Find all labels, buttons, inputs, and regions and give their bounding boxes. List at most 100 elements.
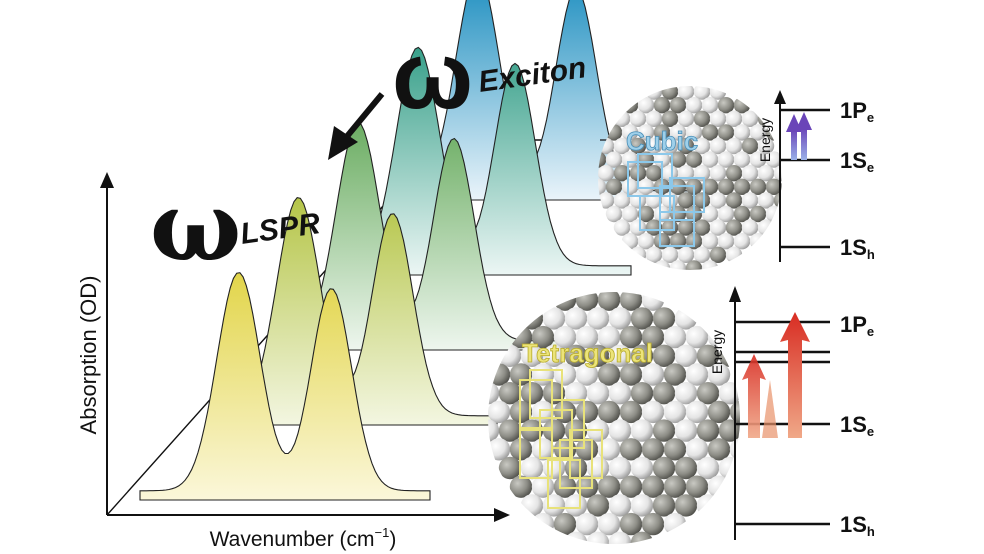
atom: [663, 475, 687, 498]
atom: [520, 494, 544, 517]
spectrum-4: [340, 46, 632, 276]
atom: [693, 110, 711, 128]
atom: [564, 494, 588, 517]
atom: [663, 400, 687, 424]
atom: [652, 419, 676, 442]
atom: [645, 137, 663, 155]
tetragonal-energy-label: Energy: [709, 330, 725, 374]
absorption-spectra: [139, 0, 699, 501]
atom: [717, 205, 735, 223]
atom: [696, 382, 720, 405]
atom: [542, 307, 566, 330]
atom: [586, 307, 610, 330]
atom: [586, 494, 610, 517]
atom: [598, 192, 615, 209]
cubic-lattice: [627, 153, 705, 247]
atom: [685, 325, 709, 349]
atom: [707, 438, 731, 461]
atom: [663, 363, 687, 386]
atom: [619, 292, 643, 311]
atom: [531, 325, 555, 349]
atom: [605, 151, 623, 168]
atom: [621, 151, 639, 168]
atom: [645, 110, 663, 128]
atom: [765, 151, 782, 168]
atom: [709, 192, 727, 209]
atom: [619, 325, 643, 349]
atom: [586, 344, 610, 367]
atom: [725, 110, 743, 128]
omega-lspr-label: ω LSPR: [150, 170, 323, 283]
atom: [652, 456, 676, 480]
atom: [619, 475, 643, 498]
atom: [531, 512, 555, 536]
atom: [608, 494, 632, 517]
tetragonal-energy-arrowhead: [729, 286, 741, 302]
atom: [586, 382, 610, 405]
atom: [575, 325, 599, 349]
atom: [677, 86, 695, 100]
atom: [693, 86, 711, 100]
atom: [553, 512, 577, 536]
atom: [701, 178, 719, 195]
atom: [741, 110, 759, 128]
omega-lspr-symbol: ω: [150, 170, 241, 283]
atom: [669, 260, 687, 270]
atom: [608, 531, 632, 544]
atom: [488, 363, 511, 386]
atom: [619, 363, 643, 386]
atom: [663, 325, 687, 349]
atom: [661, 137, 679, 155]
atom: [488, 382, 500, 405]
atom: [619, 438, 643, 461]
atom: [597, 438, 621, 461]
y-axis-arrowhead: [100, 172, 114, 188]
atom: [709, 165, 727, 182]
cubic-level-1sh-label: 1Sh: [840, 235, 875, 262]
atom: [613, 165, 631, 182]
atom: [498, 456, 522, 480]
cubic-transition-arrows: [786, 112, 812, 160]
atom: [553, 292, 577, 311]
atom: [637, 124, 655, 141]
tetragonal-level-1se-label: 1Se: [840, 412, 874, 439]
atom: [630, 307, 654, 330]
cubic-energy-arrowhead: [774, 90, 786, 104]
atom: [709, 246, 727, 263]
atom: [553, 363, 577, 386]
atom: [685, 363, 709, 386]
atom: [597, 512, 621, 536]
atom: [637, 205, 655, 223]
atom: [621, 124, 639, 141]
atom: [586, 531, 610, 544]
atom: [621, 178, 639, 195]
atom: [733, 151, 751, 168]
atom: [597, 325, 621, 349]
atom: [542, 494, 566, 517]
atom: [509, 475, 533, 498]
atom: [498, 382, 522, 405]
atom: [741, 165, 759, 182]
atom: [586, 456, 610, 480]
atom: [707, 363, 731, 386]
cubic-phase-label: Cubic: [626, 126, 698, 156]
atom: [613, 137, 631, 155]
cubic-energy-diagram: Energy 1Pe 1Se 1Sh: [757, 90, 875, 262]
atom: [653, 205, 671, 223]
atom: [674, 456, 698, 480]
atom: [685, 438, 709, 461]
atom: [669, 151, 687, 168]
atom: [498, 419, 522, 442]
atom: [575, 400, 599, 424]
atom: [520, 382, 544, 405]
atom: [717, 151, 735, 168]
tetragonal-atoms: [488, 292, 740, 544]
atom: [652, 494, 676, 517]
atom: [709, 219, 727, 236]
atom: [717, 124, 735, 141]
atom: [637, 151, 655, 168]
atom: [531, 438, 555, 461]
atom: [669, 97, 687, 114]
tetragonal-phase-label: Tetragonal: [522, 338, 653, 368]
